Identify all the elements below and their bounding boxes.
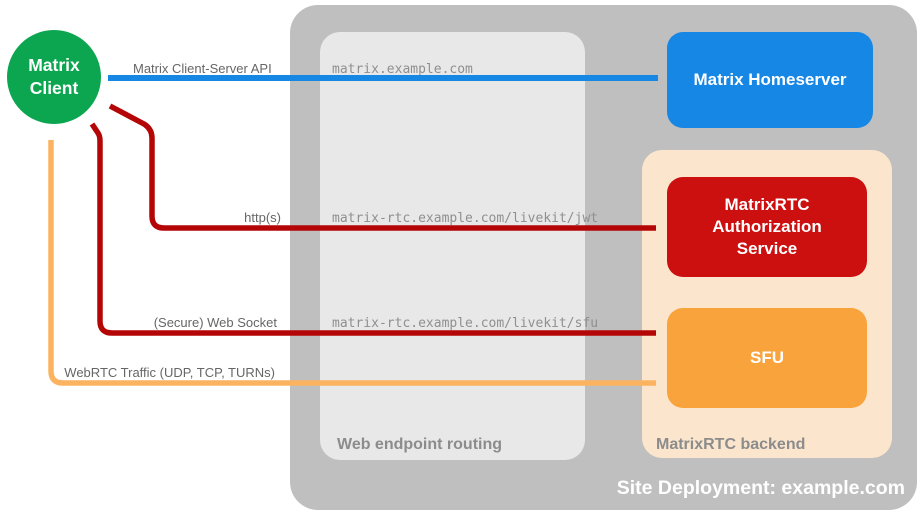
endpoint-matrix-example-com: matrix.example.com: [332, 62, 473, 77]
site-deployment-label: Site Deployment: example.com: [616, 477, 905, 499]
matrixrtc-authorization-service-node: MatrixRTC Authorization Service: [667, 177, 867, 277]
web-endpoint-routing-box: [320, 32, 585, 460]
sfu-node: SFU: [667, 308, 867, 408]
web-endpoint-routing-label: Web endpoint routing: [337, 436, 503, 453]
arrow-label-client-server-api: Matrix Client-Server API: [133, 61, 272, 76]
arrow-label-https: http(s): [244, 210, 281, 225]
matrixrtc-backend-label: MatrixRTC backend: [656, 436, 806, 453]
arrow-label-secure-web-socket: (Secure) Web Socket: [153, 315, 277, 330]
matrix-client-node: Matrix Client: [7, 30, 101, 124]
arrow-label-webrtc-traffic: WebRTC Traffic (UDP, TCP, TURNs): [64, 365, 275, 380]
endpoint-livekit-jwt: matrix-rtc.example.com/livekit/jwt: [332, 211, 599, 226]
matrix-homeserver-node: Matrix Homeserver: [667, 32, 873, 128]
endpoint-livekit-sfu: matrix-rtc.example.com/livekit/sfu: [332, 316, 599, 331]
